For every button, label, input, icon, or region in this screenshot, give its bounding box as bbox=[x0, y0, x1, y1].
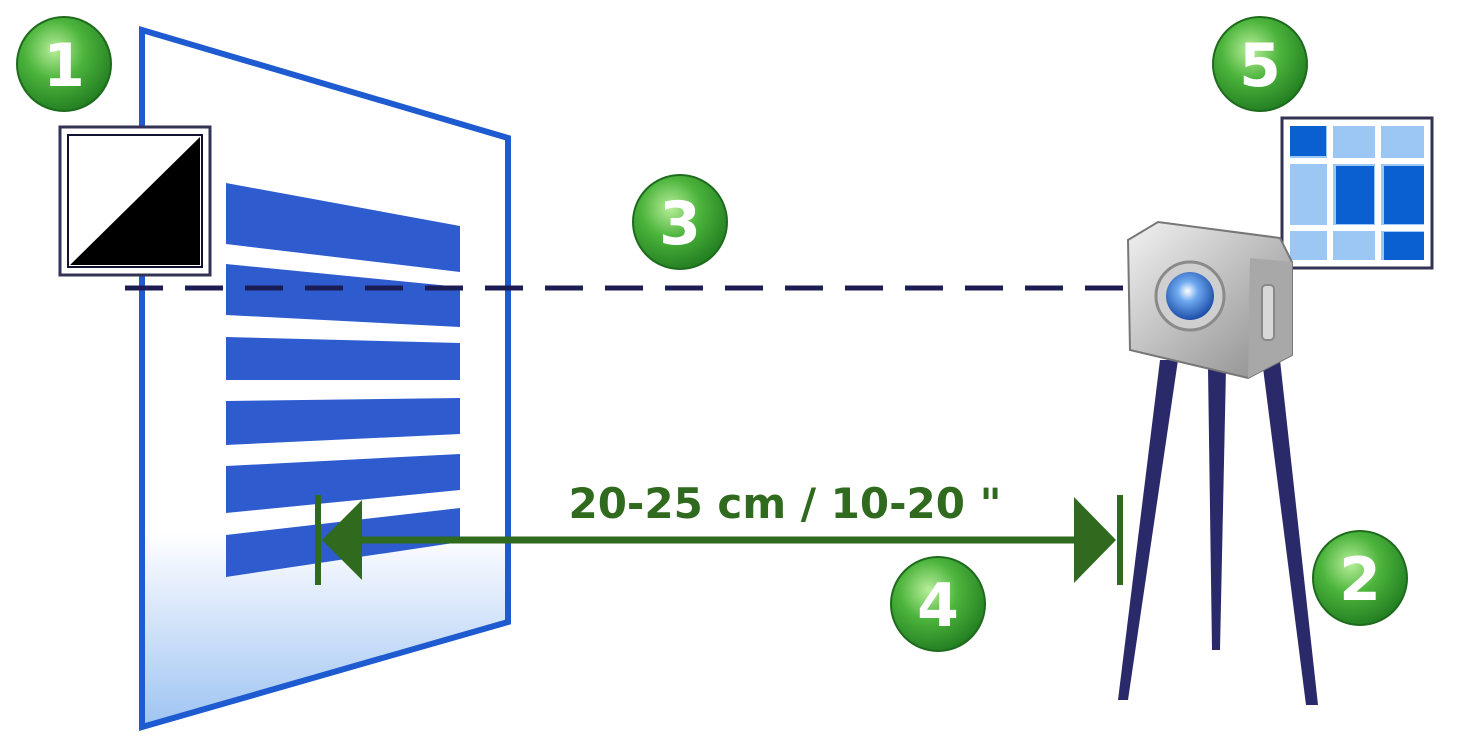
svg-text:1: 1 bbox=[43, 31, 85, 101]
svg-text:2: 2 bbox=[1339, 545, 1381, 615]
tripod bbox=[1118, 360, 1318, 705]
svg-text:3: 3 bbox=[659, 189, 701, 259]
badge-5-icon: 5 bbox=[1212, 16, 1308, 112]
svg-text:4: 4 bbox=[917, 571, 959, 641]
svg-text:5: 5 bbox=[1239, 31, 1281, 101]
badge-1-icon: 1 bbox=[16, 16, 112, 112]
badge-3-icon: 3 bbox=[632, 174, 728, 270]
camera-icon bbox=[1126, 220, 1293, 380]
distance-label: 20-25 cm / 10-20 " bbox=[568, 479, 1001, 528]
distance-arrow bbox=[315, 495, 1123, 585]
calibration-patch-icon bbox=[58, 125, 212, 277]
badge-2-icon: 2 bbox=[1312, 530, 1408, 626]
badge-4-icon: 4 bbox=[890, 556, 986, 652]
grid-pattern-icon bbox=[1280, 116, 1434, 270]
